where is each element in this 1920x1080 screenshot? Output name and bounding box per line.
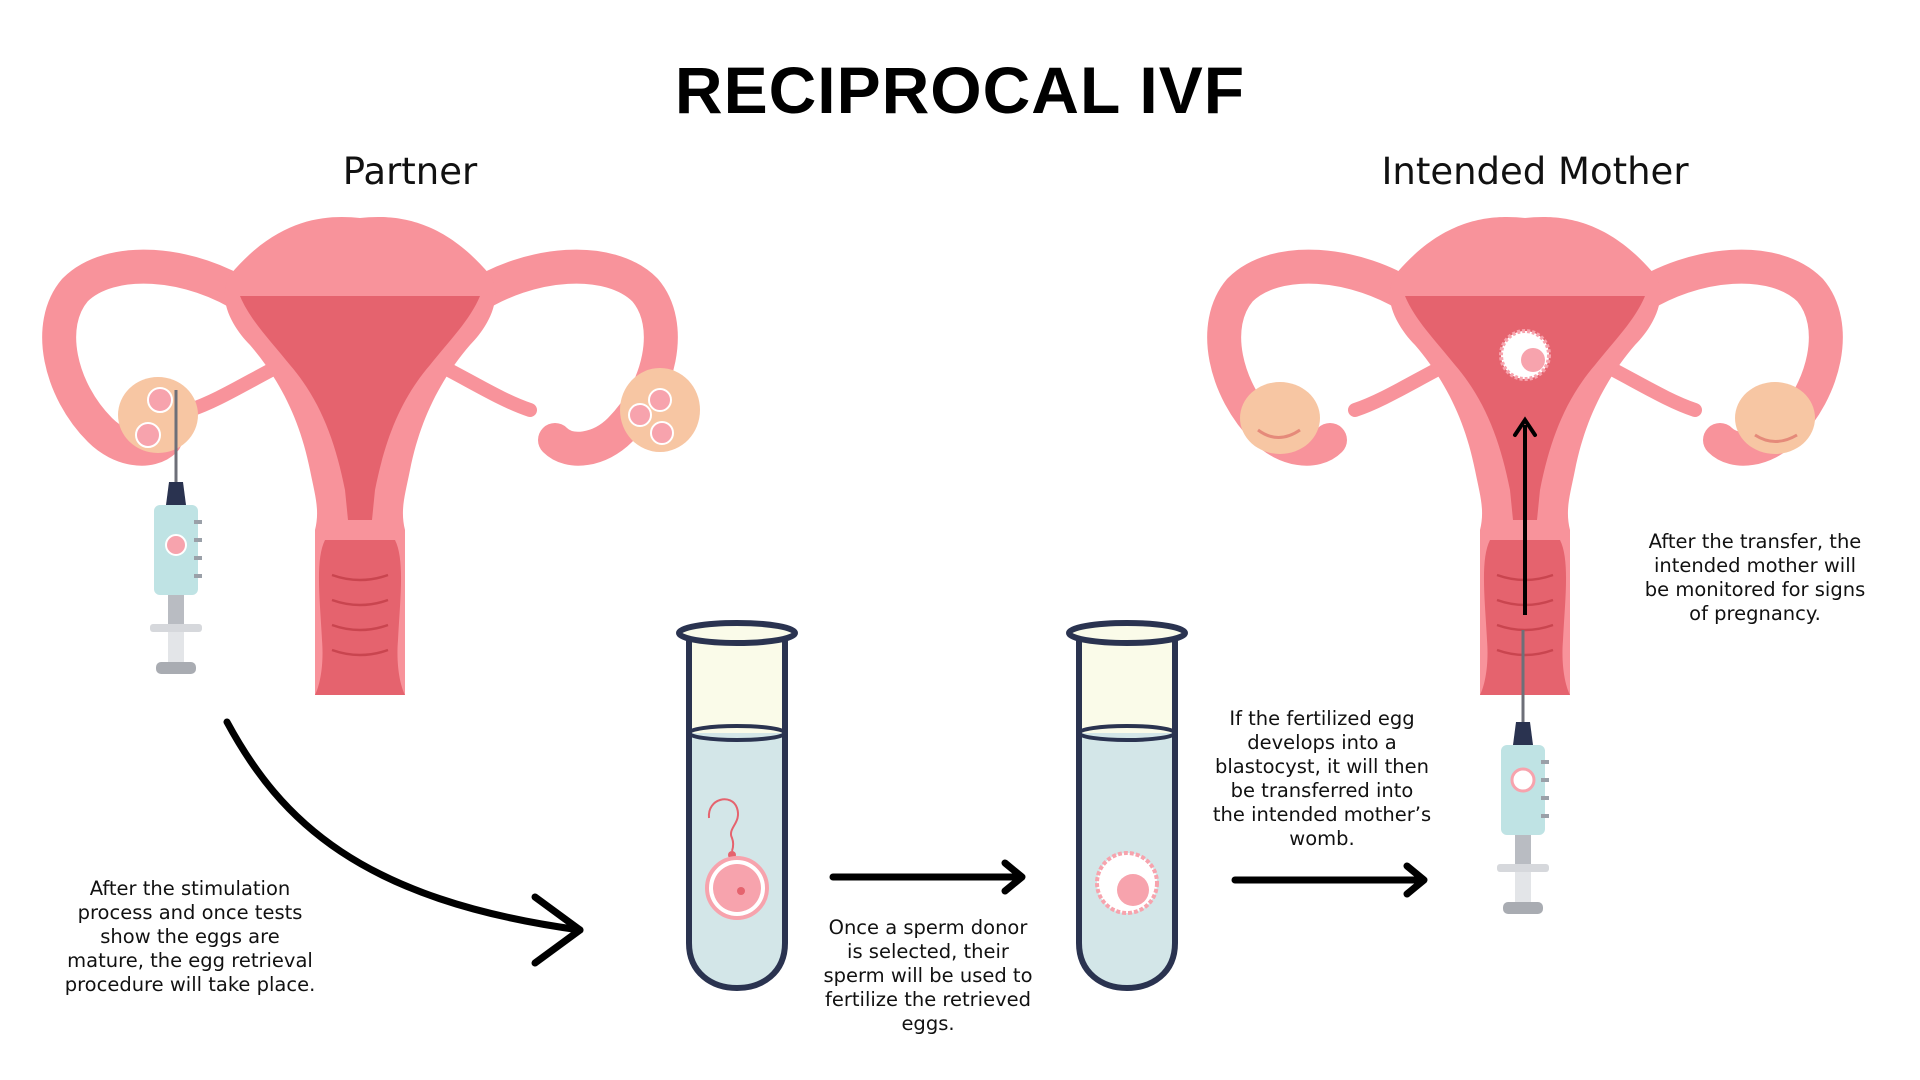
transfer-up-arrow-icon [1513, 416, 1537, 615]
mother-left-ovary-icon [1240, 382, 1320, 454]
right-arrow-icon [1231, 862, 1428, 898]
fertilize-caption: Once a sperm donor is selected, their sp… [823, 916, 1033, 1035]
egg-icon [705, 856, 769, 920]
partner-heading: Partner [342, 150, 478, 193]
blastocyst-test-tube-icon [1069, 623, 1185, 988]
intended-mother-heading: Intended Mother [1381, 150, 1689, 193]
partner-uterus-icon [59, 217, 661, 695]
partner-right-ovary-icon [620, 368, 700, 452]
middle-arrow-icon [829, 859, 1026, 895]
monitor-caption: After the transfer, the intended mother … [1644, 530, 1866, 625]
retrieval-syringe-icon [148, 388, 204, 676]
blastocyst-icon [1095, 851, 1159, 915]
fertilization-test-tube-icon [679, 623, 795, 988]
curved-arrow-icon [223, 718, 584, 967]
transfer-syringe-icon [1495, 628, 1551, 916]
partner-left-ovary-icon [118, 377, 198, 453]
mother-right-ovary-icon [1735, 382, 1815, 454]
implanted-blastocyst-icon [1499, 329, 1551, 381]
retrieval-caption: After the stimulation process and once t… [64, 877, 316, 996]
page-title: RECIPROCAL IVF [674, 53, 1246, 127]
transfer-caption: If the fertilized egg develops into a bl… [1212, 707, 1432, 850]
